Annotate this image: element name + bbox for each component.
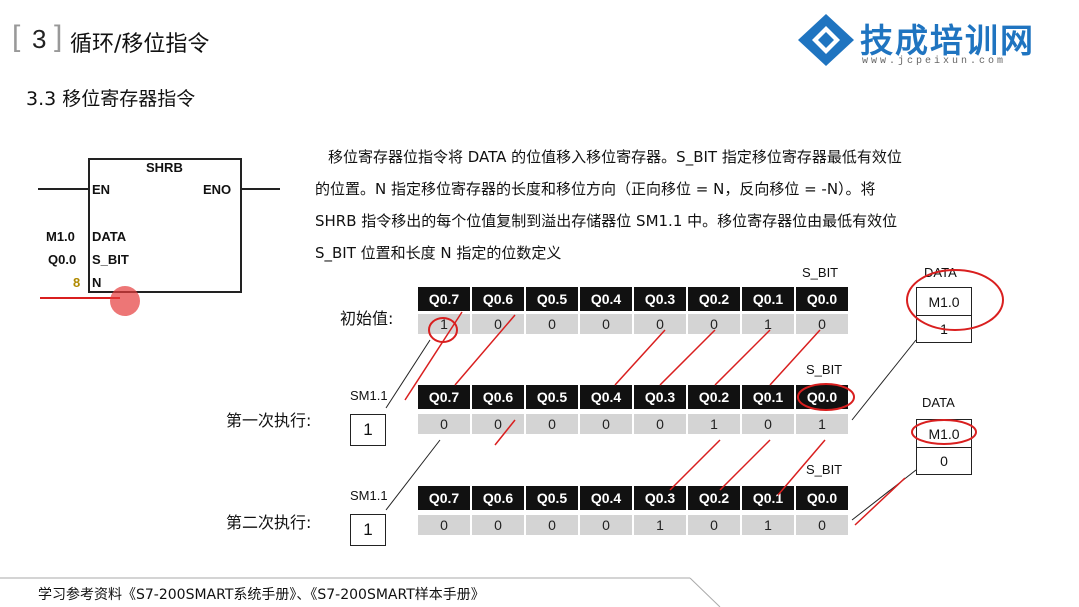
bit-value: 0 [580,515,632,535]
bit-header: Q0.7 [418,385,470,409]
bit-value: 1 [796,414,848,434]
bit-header: Q0.0 [796,486,848,510]
description-line-3: SHRB 指令移出的每个位值复制到溢出存储器位 SM1.1 中。移位寄存器位由最… [315,212,898,230]
bit-value: 1 [742,314,794,334]
bit-value: 0 [634,314,686,334]
bit-value: 0 [526,515,578,535]
shrb-name: SHRB [146,160,183,175]
bit-header: Q0.4 [580,486,632,510]
register-header-row: Q0.7 Q0.6 Q0.5 Q0.4 Q0.3 Q0.2 Q0.1 Q0.0 [418,486,850,510]
bit-value: 0 [580,414,632,434]
bit-value: 0 [634,414,686,434]
bit-value: 0 [526,314,578,334]
bit-header: Q0.1 [742,287,794,311]
register-header-row: Q0.7 Q0.6 Q0.5 Q0.4 Q0.3 Q0.2 Q0.1 Q0.0 [418,385,850,409]
bracket-right-icon: ] [54,20,63,53]
shrb-box [88,158,242,293]
footer-reference: 学习参考资料《S7-200SMART系统手册》、《S7-200SMART样本手册… [38,587,485,603]
en-wire [38,188,90,190]
bit-value: 0 [688,314,740,334]
overflow-value-box: 1 [350,514,386,546]
data-box-name: M1.0 [916,287,972,317]
overflow-value-box: 1 [350,414,386,446]
register-header-row: Q0.7 Q0.6 Q0.5 Q0.4 Q0.3 Q0.2 Q0.1 Q0.0 [418,287,850,311]
bit-value: 0 [742,414,794,434]
register-value-row: 0 0 0 0 0 1 0 1 [418,414,850,434]
bit-header: Q0.3 [634,486,686,510]
description-line-4: S_BIT 位置和长度 N 指定的位数定义 [315,244,562,262]
eno-wire [240,188,280,190]
bit-header: Q0.1 [742,385,794,409]
bit-value: 1 [742,515,794,535]
register-second: Q0.7 Q0.6 Q0.5 Q0.4 Q0.3 Q0.2 Q0.1 Q0.0 … [418,486,850,535]
register-value-row: 1 0 0 0 0 0 1 0 [418,314,850,334]
bit-value: 0 [580,314,632,334]
bit-header: Q0.7 [418,287,470,311]
bit-value: 0 [796,515,848,535]
overflow-label: SM1.1 [350,488,388,503]
bit-header: Q0.2 [688,287,740,311]
n-operand: 8 [73,275,81,290]
overflow-label: SM1.1 [350,388,388,403]
logo-icon [798,14,854,66]
bit-value: 0 [418,414,470,434]
register-first: Q0.7 Q0.6 Q0.5 Q0.4 Q0.3 Q0.2 Q0.1 Q0.0 … [418,385,850,434]
bit-header: Q0.2 [688,385,740,409]
bit-header: Q0.5 [526,486,578,510]
description-line-2: 的位置。N 指定移位寄存器的长度和移位方向（正向移位 = N，反向移位 = -N… [315,180,876,198]
en-label: EN [92,182,111,197]
bit-value: 0 [688,515,740,535]
bit-header: Q0.1 [742,486,794,510]
data-pin-label: DATA [92,229,127,244]
data-box-title: DATA [922,395,955,410]
bit-value: 1 [634,515,686,535]
section-subtitle: 3.3 移位寄存器指令 [26,88,196,110]
data-box-value: 0 [916,447,972,475]
row-label: 第二次执行: [226,513,312,532]
cursor-highlight-icon [110,286,140,316]
shrb-ladder-block: SHRB EN ENO DATA S_BIT N M1.0 Q0.0 8 [0,150,300,320]
eno-label: ENO [203,182,232,197]
logo-url: www.jcpeixun.com [862,56,1007,67]
register-initial: Q0.7 Q0.6 Q0.5 Q0.4 Q0.3 Q0.2 Q0.1 Q0.0 … [418,287,850,334]
row-label: 初始值: [340,309,394,328]
register-value-row: 0 0 0 0 1 0 1 0 [418,515,850,535]
bit-header: Q0.3 [634,385,686,409]
bit-header: Q0.2 [688,486,740,510]
bit-header: Q0.7 [418,486,470,510]
bit-header: Q0.3 [634,287,686,311]
bit-value: 1 [688,414,740,434]
bit-header: Q0.6 [472,385,524,409]
sbit-label: S_BIT [806,462,843,477]
bit-value: 0 [472,515,524,535]
page-title: 循环/移位指令 [70,32,210,57]
bit-header: Q0.5 [526,287,578,311]
bit-value: 0 [796,314,848,334]
section-number: 3 [32,24,47,54]
bit-header: Q0.0 [796,385,848,409]
data-operand: M1.0 [46,229,75,244]
row-label: 第一次执行: [226,411,312,430]
sbit-label: S_BIT [806,362,843,377]
n-pin-label: N [92,275,102,290]
sbit-operand: Q0.0 [48,252,77,267]
red-underline [40,297,120,299]
bit-header: Q0.0 [796,287,848,311]
bit-header: Q0.4 [580,385,632,409]
bit-header: Q0.6 [472,287,524,311]
sbit-pin-label: S_BIT [92,252,129,267]
description-line-1: 移位寄存器位指令将 DATA 的位值移入移位寄存器。S_BIT 指定移位寄存器最… [328,148,902,166]
sbit-label: S_BIT [802,265,839,280]
bit-value: 0 [418,515,470,535]
bit-value: 0 [526,414,578,434]
bit-header: Q0.4 [580,287,632,311]
bit-value: 0 [472,414,524,434]
bracket-left-icon: [ [12,20,21,53]
bit-header: Q0.5 [526,385,578,409]
data-box-title: DATA [924,265,957,280]
bit-header: Q0.6 [472,486,524,510]
logo-text: 技成培训网 [860,21,1035,60]
